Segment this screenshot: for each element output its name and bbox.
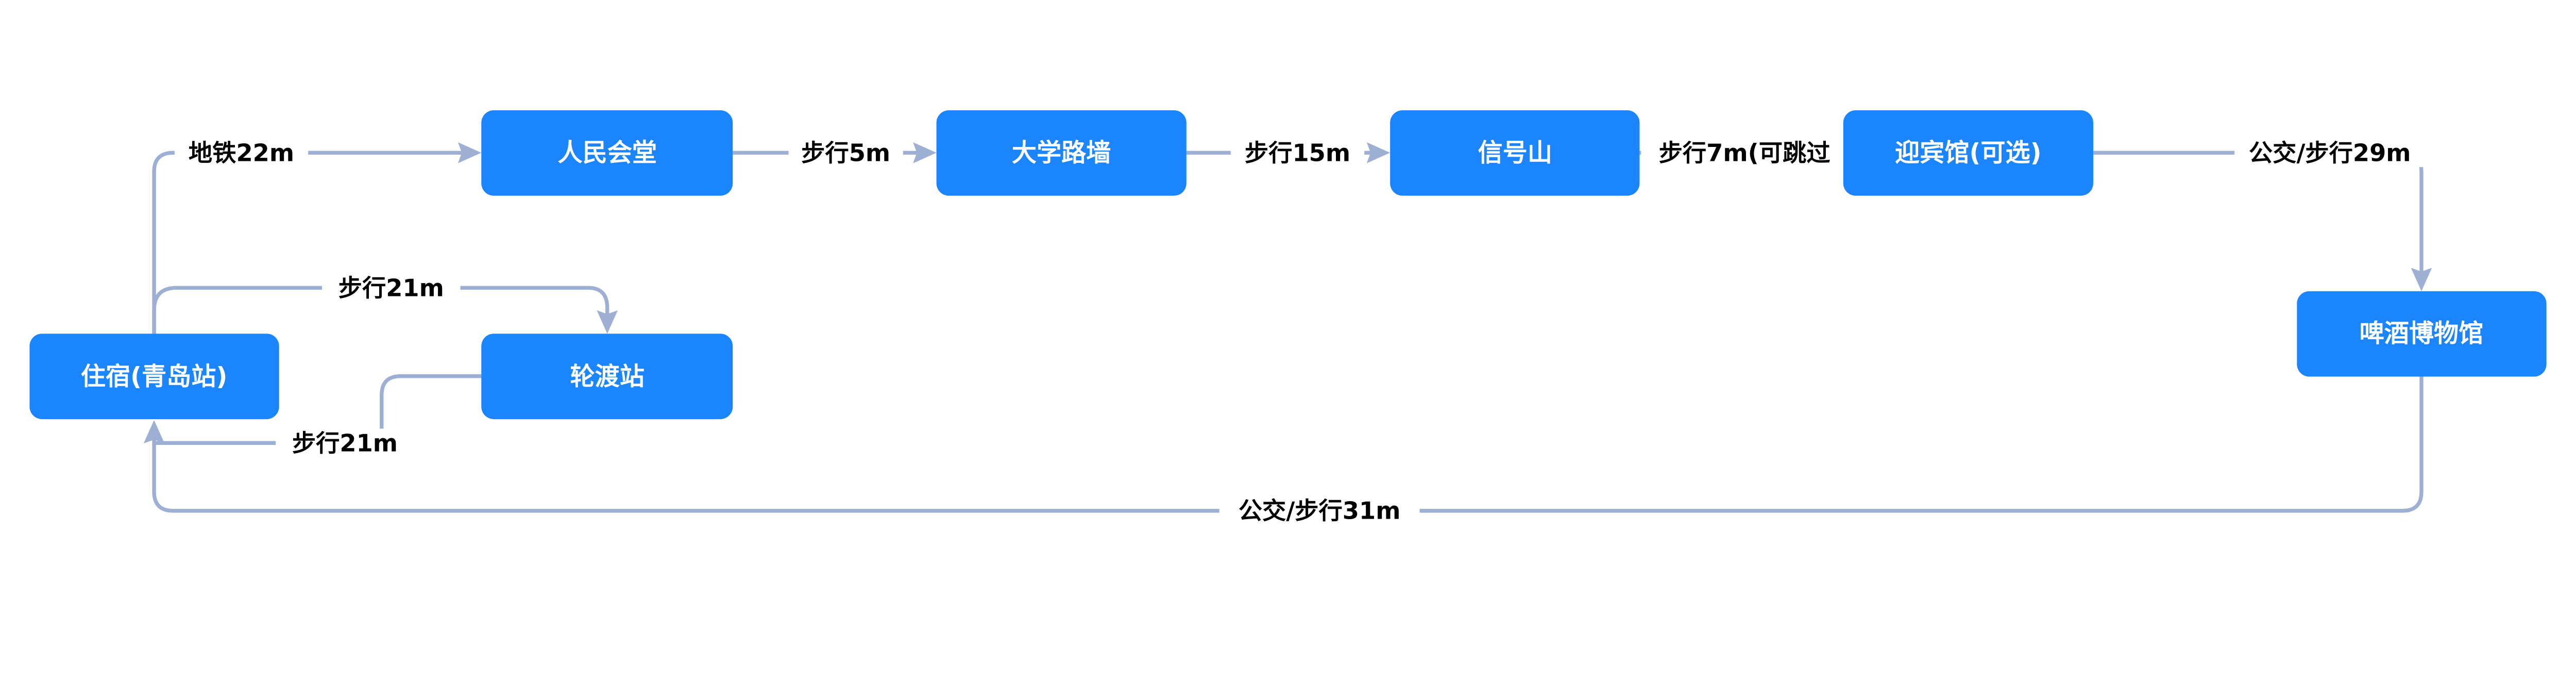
edge-label: 公交/步行31m — [1219, 496, 1420, 525]
node-label: 人民会堂 — [557, 138, 657, 167]
node-daxue-wall[interactable]: 大学路墙 — [936, 110, 1187, 196]
edge-label-text: 步行7m(可跳过 — [1659, 139, 1831, 167]
edge-lodging-to-hall — [152, 151, 472, 334]
arrow-head-icon — [2411, 268, 2432, 291]
edge-ferry-to-lodging — [152, 374, 482, 445]
node-label: 迎宾馆(可选) — [1895, 138, 2042, 167]
node-label: 啤酒博物馆 — [2360, 319, 2484, 348]
node-peoples-hall[interactable]: 人民会堂 — [481, 110, 733, 196]
arrow-head-icon — [457, 142, 482, 163]
edge-label: 步行5m — [788, 138, 903, 168]
edge-label-text: 步行21m — [292, 429, 398, 457]
node-signal-hill[interactable]: 信号山 — [1390, 110, 1640, 196]
edge-label-text: 步行5m — [801, 139, 890, 167]
edge-label: 步行21m — [276, 428, 414, 458]
edge-label: 步行7m(可跳过 — [1641, 138, 1846, 168]
edge-label: 步行21m — [322, 273, 461, 303]
route-diagram: 地铁22m 步行21m 步行21m 步行5m 步行15m 步行7m(可跳过 公交… — [29, 110, 2547, 525]
node-guesthouse[interactable]: 迎宾馆(可选) — [1843, 110, 2093, 196]
node-beer-museum[interactable]: 啤酒博物馆 — [2297, 291, 2547, 377]
node-lodging[interactable]: 住宿(青岛站) — [29, 334, 279, 419]
node-label: 轮渡站 — [570, 362, 645, 391]
edge-label-text: 公交/步行29m — [2249, 139, 2411, 167]
edge-label-text: 地铁22m — [189, 139, 294, 167]
node-label: 信号山 — [1478, 138, 1552, 167]
arrow-head-icon — [143, 420, 165, 444]
edge-label-text: 步行15m — [1245, 139, 1350, 167]
arrow-head-icon — [1366, 142, 1391, 163]
edge-label-text: 步行21m — [338, 274, 444, 302]
arrow-head-icon — [913, 142, 937, 163]
arrow-head-icon — [597, 310, 618, 334]
edge-label-text: 公交/步行31m — [1239, 497, 1401, 525]
node-label: 大学路墙 — [1012, 138, 1111, 167]
edge-guesthouse-to-museum — [2093, 151, 2424, 282]
edge-label: 地铁22m — [174, 138, 309, 168]
node-ferry[interactable]: 轮渡站 — [481, 334, 733, 419]
node-label: 住宿(青岛站) — [81, 362, 228, 391]
edge-label: 公交/步行29m — [2234, 138, 2426, 168]
edge-label: 步行15m — [1230, 138, 1365, 168]
